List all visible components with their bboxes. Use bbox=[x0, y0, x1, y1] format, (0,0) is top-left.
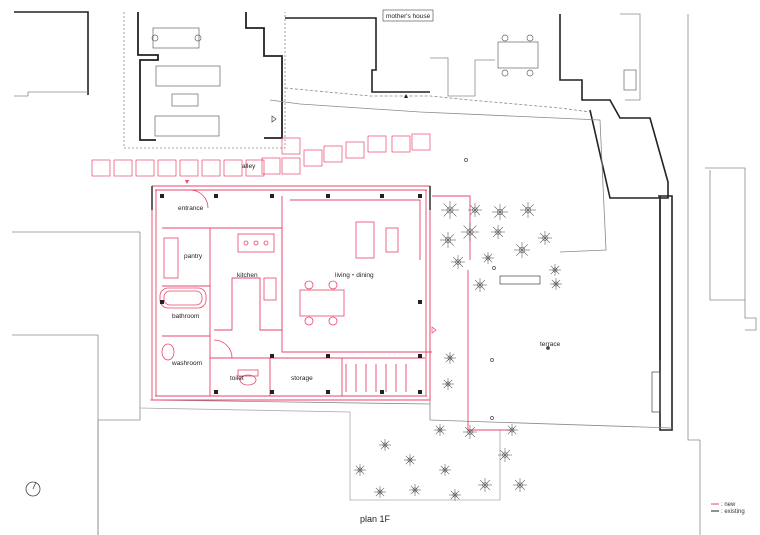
terrace-label: terrace bbox=[540, 341, 561, 348]
legend-new-label: : new bbox=[721, 502, 736, 508]
existing-house-walls bbox=[151, 186, 661, 360]
plant-icon bbox=[549, 264, 561, 276]
plant-icon bbox=[439, 464, 451, 476]
living-dining-label: living・dining bbox=[335, 272, 374, 279]
plant-icon bbox=[404, 454, 416, 466]
plant-icon bbox=[444, 352, 456, 364]
new-house-walls bbox=[151, 185, 510, 431]
plant-icon bbox=[441, 201, 459, 219]
mothers-house-label-box bbox=[382, 9, 434, 22]
washroom-label: washroom bbox=[171, 360, 202, 367]
terrace-fixtures bbox=[464, 158, 661, 420]
plant-icon bbox=[514, 242, 530, 258]
toilet-label: toilet bbox=[230, 375, 244, 382]
plant-icon bbox=[461, 223, 479, 241]
plant-icon bbox=[434, 424, 446, 436]
plant-icon bbox=[354, 464, 366, 476]
pantry-label: pantry bbox=[184, 253, 203, 260]
plant-icon bbox=[442, 378, 454, 390]
plant-icon bbox=[374, 486, 386, 498]
new-stepping-stones bbox=[91, 133, 431, 177]
planting bbox=[354, 201, 562, 501]
compass-icon bbox=[25, 481, 41, 497]
existing-context bbox=[12, 11, 757, 535]
entry-markers bbox=[185, 94, 437, 334]
columns bbox=[160, 194, 422, 394]
plant-icon bbox=[538, 231, 552, 245]
plant-icon bbox=[478, 478, 492, 492]
plant-icon bbox=[449, 489, 461, 501]
triangle-marker-icon bbox=[431, 326, 437, 334]
legend: : new : existing bbox=[711, 502, 745, 515]
plant-icon bbox=[491, 225, 505, 239]
plant-icon bbox=[440, 232, 456, 248]
kitchen-label: kitchen bbox=[237, 272, 258, 279]
new-fixtures bbox=[159, 189, 399, 386]
plant-icon bbox=[498, 448, 512, 462]
alley-label: alley bbox=[242, 163, 256, 170]
house-entry-arrow-icon bbox=[404, 94, 408, 98]
plant-icon bbox=[463, 425, 477, 439]
legend-existing-label: : existing bbox=[721, 509, 745, 515]
plant-icon bbox=[520, 202, 536, 218]
plant-icon bbox=[506, 424, 518, 436]
plant-icon bbox=[482, 252, 494, 264]
plant-icon bbox=[473, 278, 487, 292]
plant-icon bbox=[492, 204, 508, 220]
entrance-label: entrance bbox=[178, 205, 204, 212]
entrance-arrow-icon bbox=[185, 180, 189, 184]
mothers-house-label: mother's house bbox=[386, 13, 431, 20]
neighbour-furniture bbox=[151, 27, 637, 137]
triangle-marker-icon bbox=[271, 115, 277, 123]
plan-title: plan 1F bbox=[360, 514, 391, 524]
storage-label: storage bbox=[291, 375, 313, 382]
bathroom-label: bathroom bbox=[172, 313, 199, 320]
plant-icon bbox=[451, 255, 465, 269]
plant-icon bbox=[468, 203, 482, 217]
plant-icon bbox=[550, 278, 562, 290]
plant-icon bbox=[409, 484, 421, 496]
plant-icon bbox=[513, 478, 527, 492]
plant-icon bbox=[379, 439, 391, 451]
